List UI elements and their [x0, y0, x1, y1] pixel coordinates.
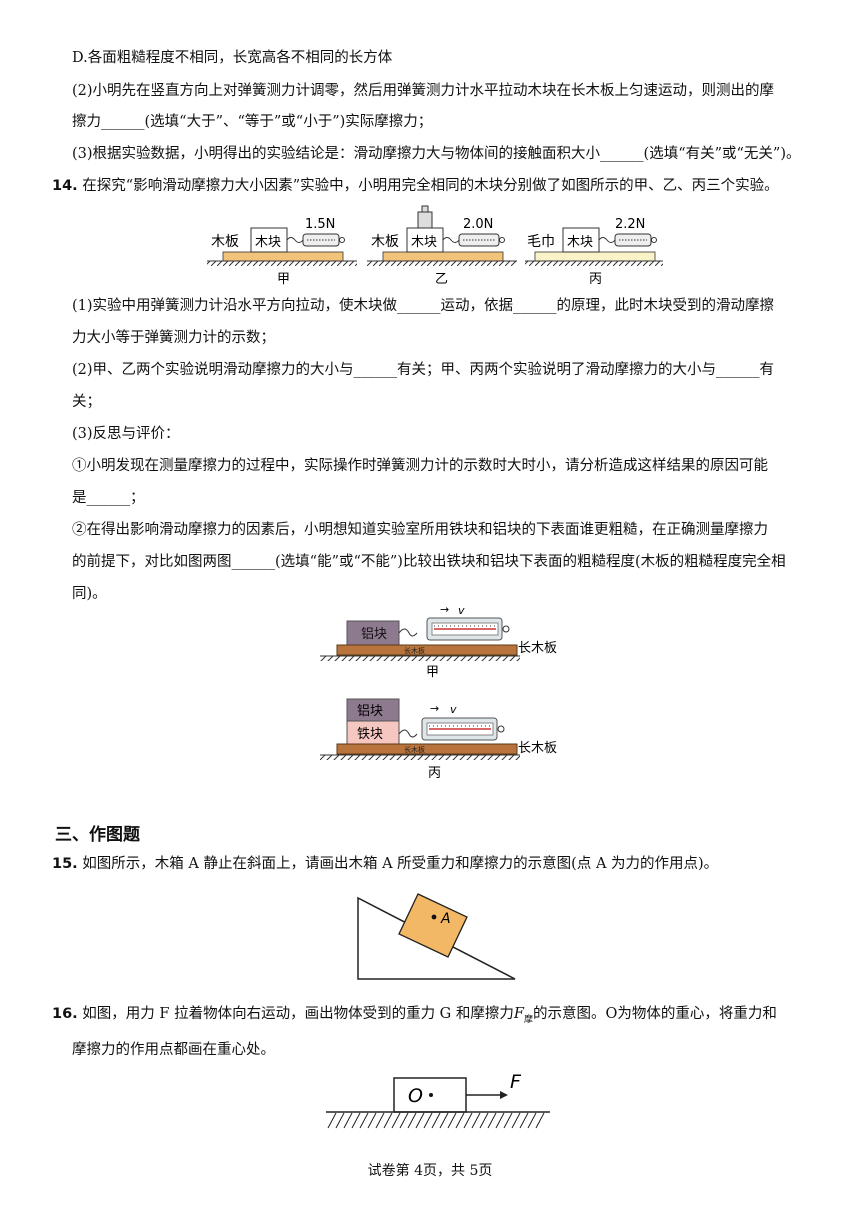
q14-stem-line: 14. 在探究“影响滑动摩擦力大小因素”实验中，小明用完全相同的木块分别做了如图…	[52, 176, 779, 196]
q13-part2-line2: 擦力______(选填“大于”、“等于”或“小于”)实际摩擦力；	[72, 114, 433, 130]
setup-bottom: → v 铝块 铁块 长木板 长木板 丙	[320, 698, 557, 781]
q16-figure: O F	[326, 1071, 550, 1129]
q14-figure-blocks: → v 铝块 长木板 长木板 甲 → v 铝块 铁块 长木板 长木板 丙	[320, 603, 557, 781]
velocity-label-top: v	[458, 604, 465, 617]
experiment-b: 木板 木块 2.0N 乙	[367, 205, 517, 287]
caption-a: 甲	[277, 272, 290, 287]
q16-stem-line: 16. 如图，用力 F 拉着物体向右运动，画出物体受到的重力 G 和摩擦力F摩的…	[52, 1004, 777, 1030]
block-label-b: 木块	[411, 235, 437, 250]
q13-option-d: D.各面粗糙程度不相同，长宽高各不相同的长方体	[72, 50, 393, 66]
caption-c: 丙	[589, 272, 602, 287]
svg-text:→: →	[430, 702, 439, 715]
q14-part1-line1: (1)实验中用弹簧测力计沿水平方向拉动，使木块做______运动，依据_____…	[72, 298, 775, 314]
q16-number: 16.	[52, 1006, 78, 1022]
q15-stem-line: 15. 如图所示，木箱 A 静止在斜面上，请画出木箱 A 所受重力和摩擦力的示意…	[52, 854, 718, 874]
fric-symbol: F	[513, 1006, 524, 1022]
svg-text:→: →	[440, 603, 449, 616]
caption-bottom: 丙	[428, 766, 441, 781]
board-label-bottom: 长木板	[518, 741, 557, 756]
weight-icon	[417, 211, 433, 229]
fric-sub: 摩	[523, 1014, 533, 1025]
q13-part3: (3)根据实验数据，小明得出的实验结论是：滑动摩擦力大与物体间的接触面积大小__…	[72, 146, 801, 162]
point-a-label: A	[440, 911, 451, 927]
block-top-label-bottom: 铝块	[357, 704, 383, 719]
q14-stem: 在探究“影响滑动摩擦力大小因素”实验中，小明用完全相同的木块分别做了如图所示的甲…	[82, 178, 779, 194]
setup-top: → v 铝块 长木板 长木板 甲	[320, 603, 557, 680]
caption-b: 乙	[435, 272, 448, 287]
label-f: F	[510, 1071, 522, 1093]
experiment-c: 毛巾 木块 2.2N 丙	[525, 217, 663, 287]
q14-part2-line2: 关；	[72, 394, 101, 410]
velocity-label-bottom: v	[450, 703, 457, 716]
board-small-label-top: 长木板	[404, 646, 425, 655]
block-bottom-label-bottom: 铁块	[357, 727, 383, 742]
q14-part1-line2: 力大小等于弹簧测力计的示数；	[72, 330, 275, 346]
q14-number: 14.	[52, 178, 78, 194]
page-footer: 试卷第 4页，共 5页	[367, 1163, 493, 1179]
q14-part2-line1: (2)甲、乙两个实验说明滑动摩擦力的大小与______有关；甲、丙两个实验说明了…	[72, 362, 775, 378]
q14-part3: (3)反思与评价：	[72, 426, 180, 442]
block-label-c: 木块	[567, 235, 593, 250]
experiment-a: 木板 木块 1.5N 甲	[207, 217, 357, 287]
surface-label-b: 木板	[371, 234, 399, 250]
caption-top: 甲	[426, 665, 439, 680]
q16-stem-b: 的示意图。O为物体的重心，将重力和	[532, 1006, 777, 1022]
reading-c: 2.2N	[615, 217, 645, 232]
q14-part3b-line2: 的前提下，对比如图两图______(选填“能”或“不能”)比较出铁块和铝块下表面…	[72, 554, 786, 570]
surface-label-a: 木板	[211, 234, 239, 250]
q14-part3a-line1: ①小明发现在测量摩擦力的过程中，实际操作时弹簧测力计的示数时大时小，请分析造成这…	[72, 458, 768, 474]
reading-b: 2.0N	[463, 217, 493, 232]
reading-a: 1.5N	[305, 217, 335, 232]
block-label-top: 铝块	[361, 627, 387, 642]
block-label-a: 木块	[255, 235, 281, 250]
q14-part3a-line2: 是______；	[72, 490, 145, 506]
q14-part3b-line1: ②在得出影响滑动摩擦力的因素后，小明想知道实验室所用铁块和铝块的下表面谁更粗糙，…	[72, 522, 768, 538]
q14-part3b-line3: 同)。	[72, 586, 107, 602]
q13-part2-line1: (2)小明先在竖直方向上对弹簧测力计调零，然后用弹簧测力计水平拉动木块在长木板上…	[72, 83, 775, 99]
surface-label-c: 毛巾	[527, 234, 555, 250]
q15-stem: 如图所示，木箱 A 静止在斜面上，请画出木箱 A 所受重力和摩擦力的示意图(点 …	[82, 856, 719, 872]
label-o: O	[408, 1085, 423, 1107]
force-arrow-icon	[500, 1091, 508, 1099]
q14-figure-experiments: 木板 木块 1.5N 甲 木板 木块 2.0N 乙 毛巾 木块	[207, 205, 663, 287]
q15-number: 15.	[52, 856, 78, 872]
ground-hatch	[327, 1112, 545, 1129]
q16-line2: 摩擦力的作用点都画在重心处。	[72, 1042, 275, 1058]
q15-incline-figure: A	[357, 893, 516, 980]
board-label-top: 长木板	[518, 641, 557, 656]
point-a-dot	[431, 914, 437, 920]
section-title: 三、作图题	[55, 825, 140, 845]
board-small-label-bottom: 长木板	[404, 745, 425, 754]
q16-stem-a: 如图，用力 F 拉着物体向右运动，画出物体受到的重力 G 和摩擦力	[82, 1006, 514, 1022]
